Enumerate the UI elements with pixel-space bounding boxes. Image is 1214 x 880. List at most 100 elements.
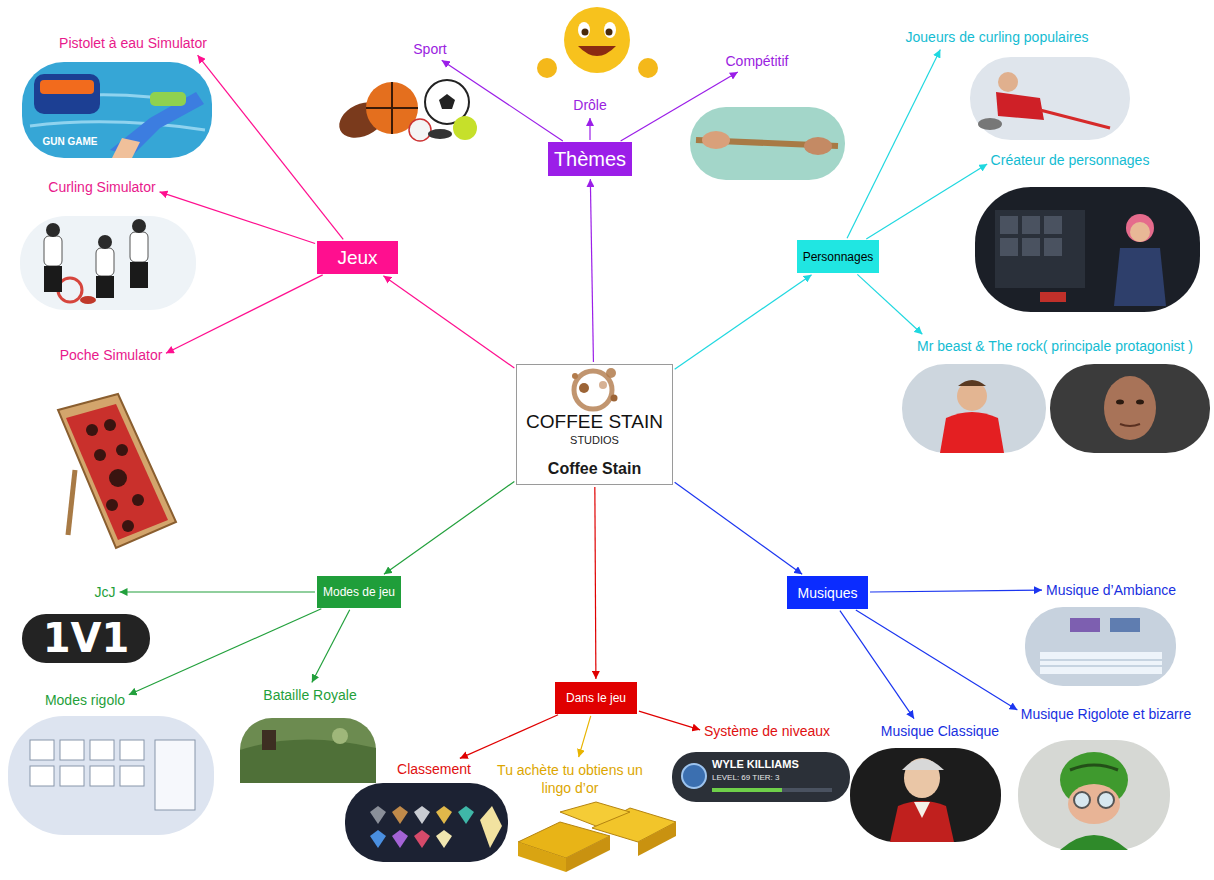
watermelon-man-picture-part — [1074, 792, 1090, 808]
arena-picture-part — [1070, 618, 1100, 632]
game-modes-menu-picture-part — [30, 740, 54, 760]
poche-board-picture-part — [66, 404, 168, 540]
curling-picture-part — [44, 266, 62, 292]
curling-picture-part — [132, 219, 146, 233]
connector-arrow — [579, 716, 591, 757]
poche-board-picture-part — [109, 469, 127, 487]
topic-label: Modes rigolo — [45, 691, 125, 709]
rank-emblems-picture-part — [458, 806, 474, 824]
node-text: Compétitif — [725, 52, 788, 70]
laughing-emoji-picture-part — [606, 29, 613, 36]
rank-emblems-picture-part — [392, 806, 408, 824]
sport-balls-picture — [333, 80, 477, 145]
character-creator-picture-part — [1022, 216, 1040, 234]
node-text: Tu achète tu obtiens un lingo d’or — [495, 761, 645, 797]
battle-royale-picture — [240, 718, 376, 783]
connector-arrow — [847, 50, 940, 239]
coffee-stain-logo — [572, 368, 618, 409]
topic-label: Musique Rigolote et bizarre — [1021, 705, 1191, 723]
topic-label: Mr beast & The rock( principale protagon… — [917, 337, 1193, 355]
watermelon-man-picture-part — [1070, 765, 1118, 770]
character-creator-picture-part — [1126, 214, 1154, 242]
level-card-picture-part — [712, 788, 832, 792]
topic-label: Classement — [397, 760, 471, 778]
gold-bars-picture — [518, 802, 676, 872]
node-text: Musique Classique — [881, 722, 999, 740]
topic-label: Bataille Royale — [263, 686, 356, 704]
badge-text: 1V1 — [43, 618, 130, 658]
coffee-stain-logo-part — [599, 381, 607, 389]
gold-bars-picture-part — [566, 836, 610, 872]
the-rock-picture — [1050, 364, 1210, 453]
level-card-picture-part — [712, 788, 782, 792]
rank-emblems-picture-part — [414, 830, 430, 848]
node-text: Pistolet à eau Simulator — [59, 34, 207, 52]
water-gun-picture-part — [22, 62, 212, 158]
arena-picture-part — [1040, 652, 1162, 674]
node-text: Joueurs de curling populaires — [906, 28, 1089, 46]
connector-arrow — [590, 179, 593, 362]
node-text: Jeux — [337, 247, 377, 269]
curling-picture-part — [80, 296, 96, 304]
poche-board-picture-part — [94, 449, 106, 461]
curling-player-picture-part — [996, 92, 1044, 120]
node-text: Modes de jeu — [323, 585, 395, 599]
game-modes-menu-picture-part — [155, 740, 195, 810]
node-text: Sport — [413, 40, 446, 58]
curling-picture-part — [44, 236, 62, 266]
gold-bars-picture-part — [518, 842, 566, 872]
arena-picture-part — [1025, 607, 1176, 686]
connector-arrow — [383, 276, 514, 368]
category-box: Dans le jeu — [555, 682, 637, 714]
laughing-emoji-picture-part — [582, 29, 589, 36]
battle-royale-picture-part — [240, 718, 376, 783]
node-text: Bataille Royale — [263, 686, 356, 704]
mr-beast-picture-part — [957, 381, 987, 411]
the-rock-picture-part — [1104, 376, 1156, 440]
tug-of-war-picture-part — [702, 131, 730, 149]
coffee-stain-logo-part — [572, 373, 578, 379]
rank-emblems-picture-part — [345, 783, 508, 862]
character-creator-picture-part — [995, 210, 1085, 288]
curling-player-picture-part — [998, 72, 1018, 92]
connector-arrow — [120, 591, 315, 592]
water-gun-picture-part — [150, 92, 186, 106]
one-v-one-badge — [22, 614, 150, 663]
logo-text: COFFEE STAIN — [517, 411, 672, 434]
poche-board-picture-part — [104, 419, 116, 431]
coffee-stain-logo-part — [606, 368, 616, 378]
node-text: Système de niveaux — [704, 722, 830, 740]
watermelon-man-picture — [1018, 740, 1170, 850]
connector-arrow — [870, 590, 1042, 592]
curling-picture-part — [98, 235, 112, 249]
mozart-picture — [850, 748, 1001, 842]
water-gun-picture-part — [30, 122, 205, 130]
watermelon-man-picture-part — [1068, 784, 1120, 824]
poche-board-picture-part — [132, 494, 144, 506]
topic-label: Curling Simulator — [48, 178, 155, 196]
connector-arrow — [675, 482, 803, 574]
laughing-emoji-picture-part — [638, 58, 658, 78]
logo-caption: GUN GAME — [43, 137, 98, 147]
game-modes-menu-picture-part — [90, 766, 114, 786]
curling-player-picture-part — [970, 57, 1130, 140]
node-text: Musique Rigolote et bizarre — [1021, 705, 1191, 723]
connector-arrow — [460, 715, 558, 759]
the-rock-picture-part — [1116, 400, 1124, 405]
connector-arrow — [159, 192, 315, 244]
arena-picture — [1025, 607, 1176, 686]
game-modes-menu-picture-part — [60, 766, 84, 786]
water-gun-picture-part — [40, 80, 94, 94]
arena-picture-part — [1040, 660, 1162, 666]
tug-of-war-picture — [690, 107, 845, 180]
player-name: WYLE KILLIAMS — [712, 759, 799, 770]
character-creator-picture-part — [1000, 216, 1018, 234]
topic-label: Compétitif — [725, 52, 788, 70]
water-gun-picture — [22, 62, 212, 158]
topic-label: Drôle — [573, 96, 606, 114]
gold-bars-picture-part — [638, 822, 676, 856]
battle-royale-picture-part — [332, 728, 348, 744]
character-creator-picture-part — [975, 187, 1200, 312]
coffee-stain-logo-part — [611, 395, 618, 402]
